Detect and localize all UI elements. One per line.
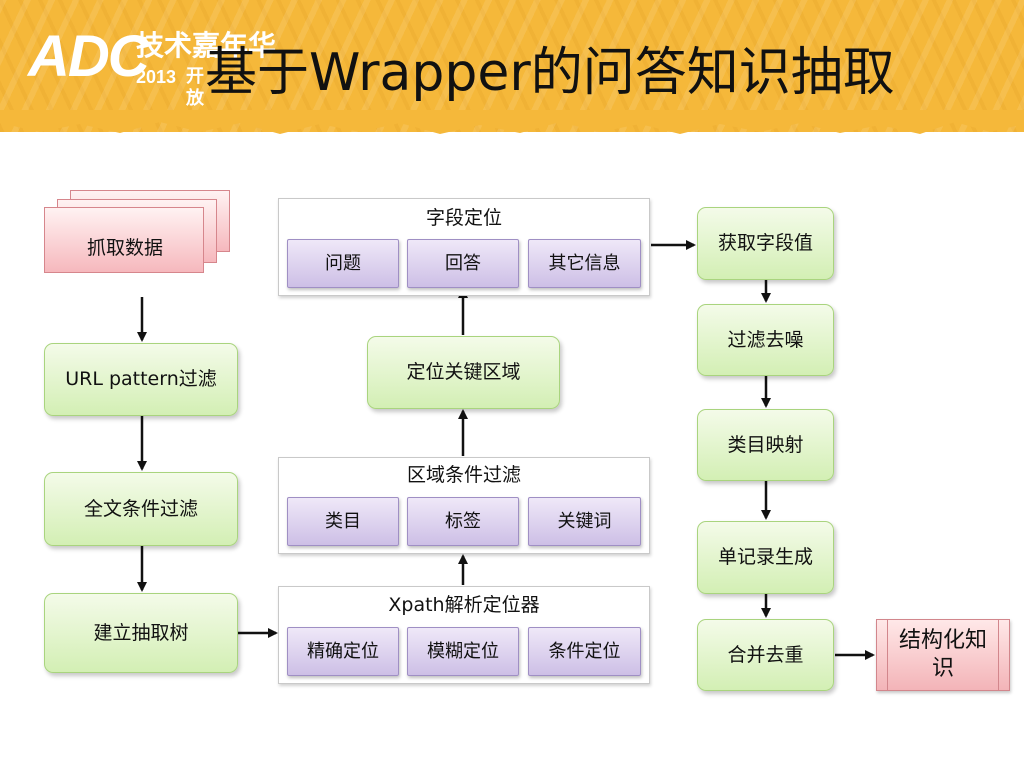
xpath-locator-label: Xpath解析定位器: [388, 594, 540, 616]
field-item-answer: 回答: [407, 239, 519, 288]
locate-key-region-node: 定位关键区域: [367, 336, 560, 409]
logo-adc-text: ADC: [28, 24, 150, 89]
field-item-other-info: 其它信息: [528, 239, 641, 288]
xpath-item-condition: 条件定位: [528, 627, 641, 676]
source-data-label: 抓取数据: [86, 236, 163, 259]
fulltext-filter-node: 全文条件过滤: [44, 472, 238, 546]
logo-year: 2013: [136, 67, 177, 87]
region-item-category: 类目: [287, 497, 399, 546]
region-item-tag: 标签: [407, 497, 519, 546]
logo-cn-text: 技术嘉年华: [136, 29, 277, 62]
structured-knowledge-label: 结构化知识: [899, 628, 988, 681]
header-torn-edge: [0, 110, 1024, 134]
page-title: 基于Wrapper的问答知识抽取: [205, 43, 895, 103]
category-mapping-node: 类目映射: [697, 409, 834, 481]
url-pattern-filter-node: URL pattern过滤: [44, 343, 238, 416]
structured-knowledge-output: 结构化知识: [876, 619, 1010, 691]
denoise-node: 过滤去噪: [697, 304, 834, 376]
xpath-item-exact: 精确定位: [287, 627, 399, 676]
xpath-item-fuzzy: 模糊定位: [407, 627, 519, 676]
region-item-keyword: 关键词: [528, 497, 641, 546]
xpath-locator-panel: Xpath解析定位器 精确定位 模糊定位 条件定位: [278, 586, 650, 684]
region-filter-panel: 区域条件过滤 类目 标签 关键词: [278, 457, 650, 554]
single-record-node: 单记录生成: [697, 521, 834, 594]
region-filter-label: 区域条件过滤: [406, 464, 521, 486]
get-field-value-node: 获取字段值: [697, 207, 834, 280]
merge-dedup-node: 合并去重: [697, 619, 834, 691]
build-extraction-tree-node: 建立抽取树: [44, 593, 238, 673]
field-locate-label: 字段定位: [425, 207, 502, 229]
logo-sub-text: 开放: [186, 66, 204, 109]
field-item-question: 问题: [287, 239, 399, 288]
field-locate-panel: 字段定位 问题 回答 其它信息: [278, 198, 650, 296]
